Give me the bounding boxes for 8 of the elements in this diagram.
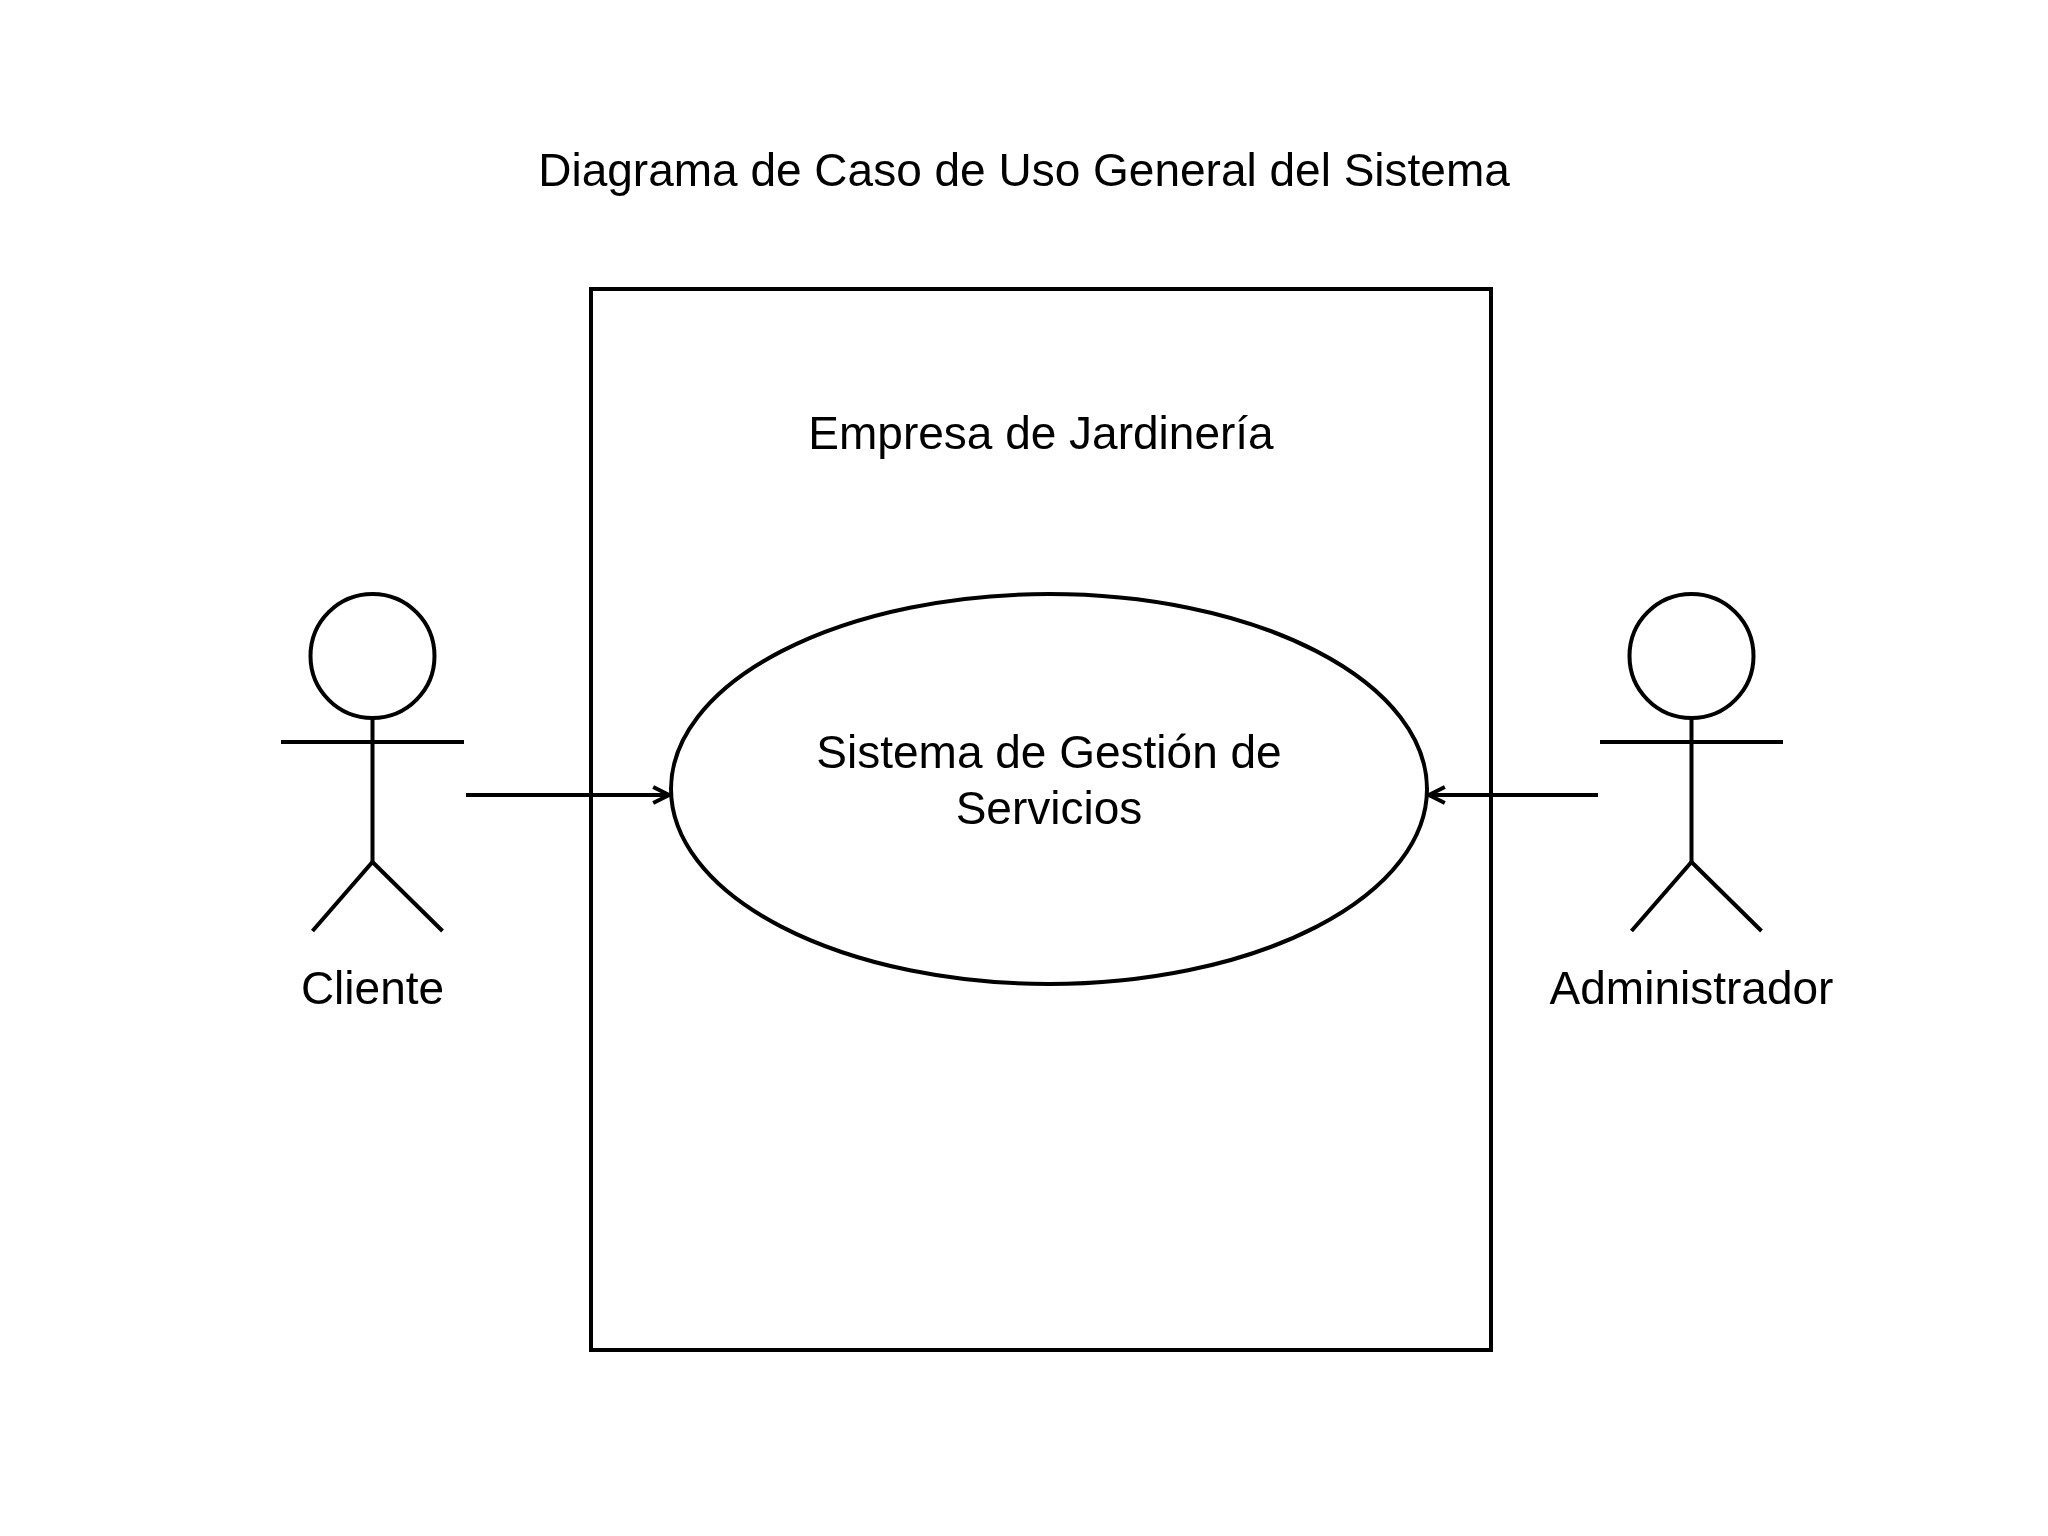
arrow [1426,785,1598,805]
arrow [466,785,672,805]
actor-name: Administrador [1548,961,1835,1016]
diagram-title: Diagrama de Caso de Uso General del Sistema [537,143,1511,198]
use-case-label: Sistema de Gestión de Servicios [815,725,1283,836]
system-boundary-box [589,287,1493,1352]
actor-name: Cliente [299,961,446,1016]
boundary-title: Empresa de Jardinería [807,406,1275,461]
